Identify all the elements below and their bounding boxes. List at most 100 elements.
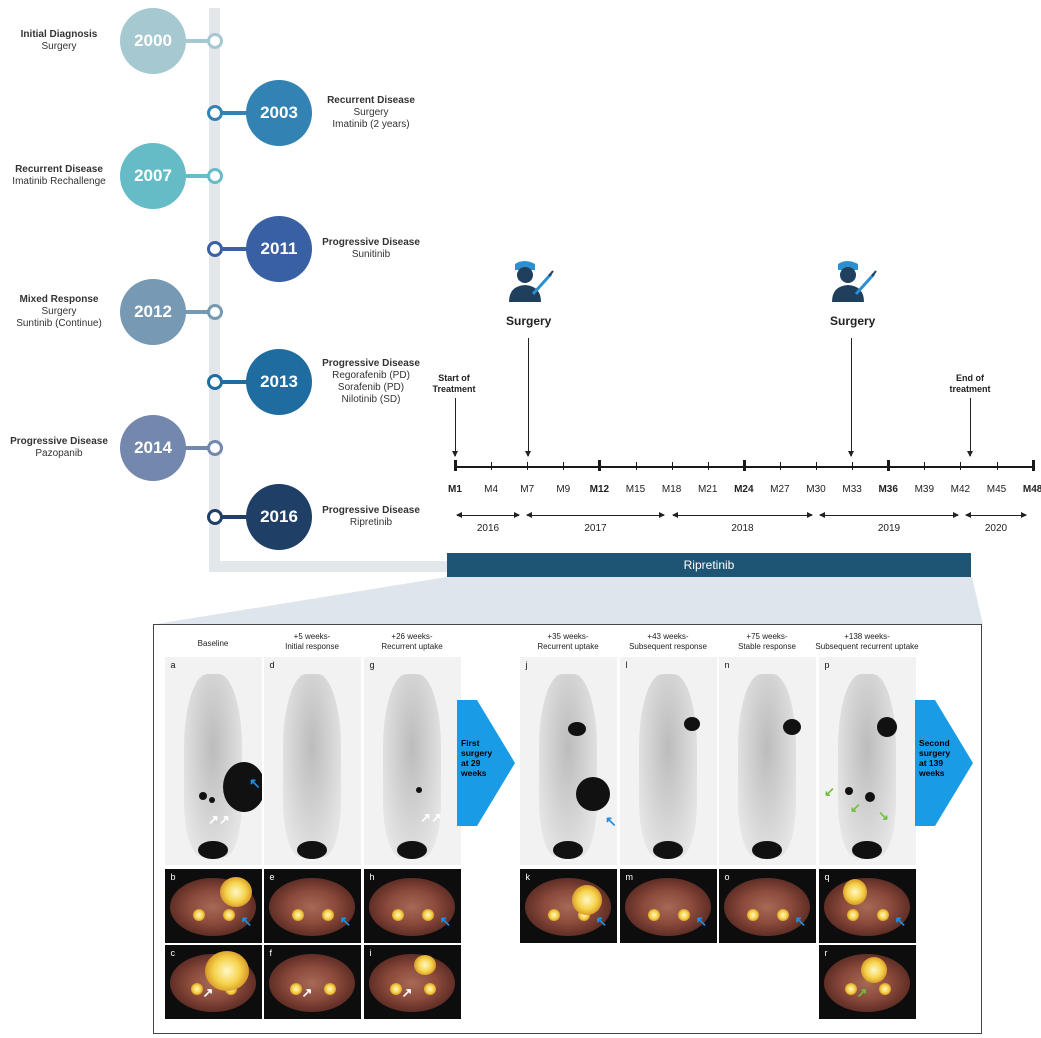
lesion-arrow: ↖ <box>249 775 261 791</box>
scan-response: Stable response <box>738 642 796 651</box>
month-label: M21 <box>697 484 718 495</box>
pet-ct-hotspot <box>776 909 789 921</box>
tracer-uptake <box>567 722 586 736</box>
month-tick <box>960 462 962 470</box>
year-circle-2011: 2011 <box>246 216 312 282</box>
pet-ct-axial-scan: b↖ <box>164 869 262 943</box>
scan-column-header: Baseline <box>198 639 229 649</box>
month-tick <box>527 462 529 470</box>
pet-ct-hotspot <box>677 909 690 921</box>
history-connector <box>215 247 249 251</box>
end-arrow <box>967 398 973 457</box>
surgery-arrow-line: First <box>461 738 480 748</box>
panel-letter: f <box>269 948 273 958</box>
bladder-uptake <box>198 841 228 859</box>
month-label: M9 <box>556 484 571 495</box>
surgery-label-2: Surgery <box>830 314 876 328</box>
panel-letter: p <box>824 660 830 670</box>
scan-column-header: +26 weeks-Recurrent uptake <box>381 632 442 652</box>
year-circle-2012: 2012 <box>120 279 186 345</box>
panel-letter: d <box>269 660 275 670</box>
history-event-detail: Imatinib (2 years) <box>332 119 410 130</box>
scan-column-header: +35 weeks-Recurrent uptake <box>537 632 598 652</box>
pet-ct-hotspot <box>219 877 252 907</box>
month-tick <box>924 462 926 470</box>
pet-ct-hotspot <box>321 909 334 921</box>
month-tick <box>742 460 746 471</box>
month-tick <box>563 462 565 470</box>
history-event-title: Mixed Response <box>19 294 99 305</box>
pet-mip-scan: n <box>718 657 816 865</box>
pet-ct-hotspot <box>222 909 235 921</box>
lesion-arrow: ↗↗ <box>420 810 442 825</box>
month-tick <box>598 460 602 471</box>
pet-ct-axial-scan: r↗ <box>818 945 916 1019</box>
history-event-detail: Nilotinib (SD) <box>341 394 401 405</box>
month-label: M15 <box>625 484 646 495</box>
history-connector <box>215 111 249 115</box>
pet-mip-scan: p <box>818 657 916 865</box>
pet-ct-hotspot <box>421 909 434 921</box>
history-event-detail: Surgery <box>41 41 77 52</box>
pet-ct-hotspot <box>423 983 436 995</box>
panel-letter: a <box>170 660 176 670</box>
history-connector <box>183 39 215 43</box>
pet-ct-hotspot <box>391 909 404 921</box>
month-label: M27 <box>770 484 790 495</box>
month-label: M30 <box>806 484 826 495</box>
month-label: M42 <box>950 484 971 495</box>
lesion-arrow: ↖ <box>439 913 452 929</box>
lesion-arrow: ↖ <box>695 913 708 929</box>
history-event-detail: Imatinib Rechallenge <box>12 176 106 187</box>
history-node <box>207 440 223 456</box>
pet-ct-hotspot <box>389 983 402 995</box>
history-event-title: Progressive Disease <box>322 505 420 516</box>
pet-ct-hotspot <box>547 909 560 921</box>
scan-timepoint: +35 weeks- <box>547 632 589 641</box>
pet-mip-scan: l <box>619 657 717 865</box>
bladder-uptake <box>297 841 327 859</box>
pet-ct-axial-scan: h↖ <box>363 869 461 943</box>
lesion-arrow: ↖ <box>595 913 608 929</box>
pet-ct-hotspot <box>204 951 249 991</box>
pet-ct-hotspot <box>190 983 203 995</box>
month-label: M1 <box>448 484 462 495</box>
history-event-detail: Sorafenib (PD) <box>337 382 405 393</box>
year-span-label: 2019 <box>877 523 901 534</box>
pet-ct-hotspot <box>291 909 304 921</box>
history-node <box>207 374 223 390</box>
surgery-arrow-line: weeks <box>461 768 487 778</box>
history-event-detail: Sunitinib <box>351 249 391 260</box>
scan-timepoint: +5 weeks- <box>293 632 331 641</box>
history-connector <box>183 310 215 314</box>
lesion-arrow: ↗ <box>401 985 413 1000</box>
panel-letter: r <box>824 948 828 958</box>
surgery-arrow-line: at 29 <box>461 758 481 768</box>
history-event-title: Progressive Disease <box>322 237 420 248</box>
month-tick <box>707 462 709 470</box>
scan-response: Recurrent uptake <box>381 642 443 651</box>
lesion-arrow: ↖ <box>339 913 352 929</box>
month-tick <box>996 462 998 470</box>
lesion-arrow: ↙ <box>824 784 835 799</box>
month-label: M48 <box>1022 484 1041 495</box>
year-span-arrow <box>819 512 959 518</box>
surgery-label-1: Surgery <box>506 314 552 328</box>
scan-column-header: +138 weeks-Subsequent recurrent uptake <box>815 632 918 652</box>
year-circle-2013: 2013 <box>246 349 312 415</box>
year-span-arrow <box>672 512 813 518</box>
panel-letter: k <box>525 872 531 882</box>
month-tick <box>491 462 493 470</box>
pet-ct-hotspot <box>413 955 436 975</box>
history-event-detail: Ripretinib <box>349 517 393 528</box>
history-connector <box>215 515 249 519</box>
scan-column-header: +43 weeks-Subsequent response <box>629 632 707 652</box>
history-event-title: Progressive Disease <box>10 436 108 447</box>
